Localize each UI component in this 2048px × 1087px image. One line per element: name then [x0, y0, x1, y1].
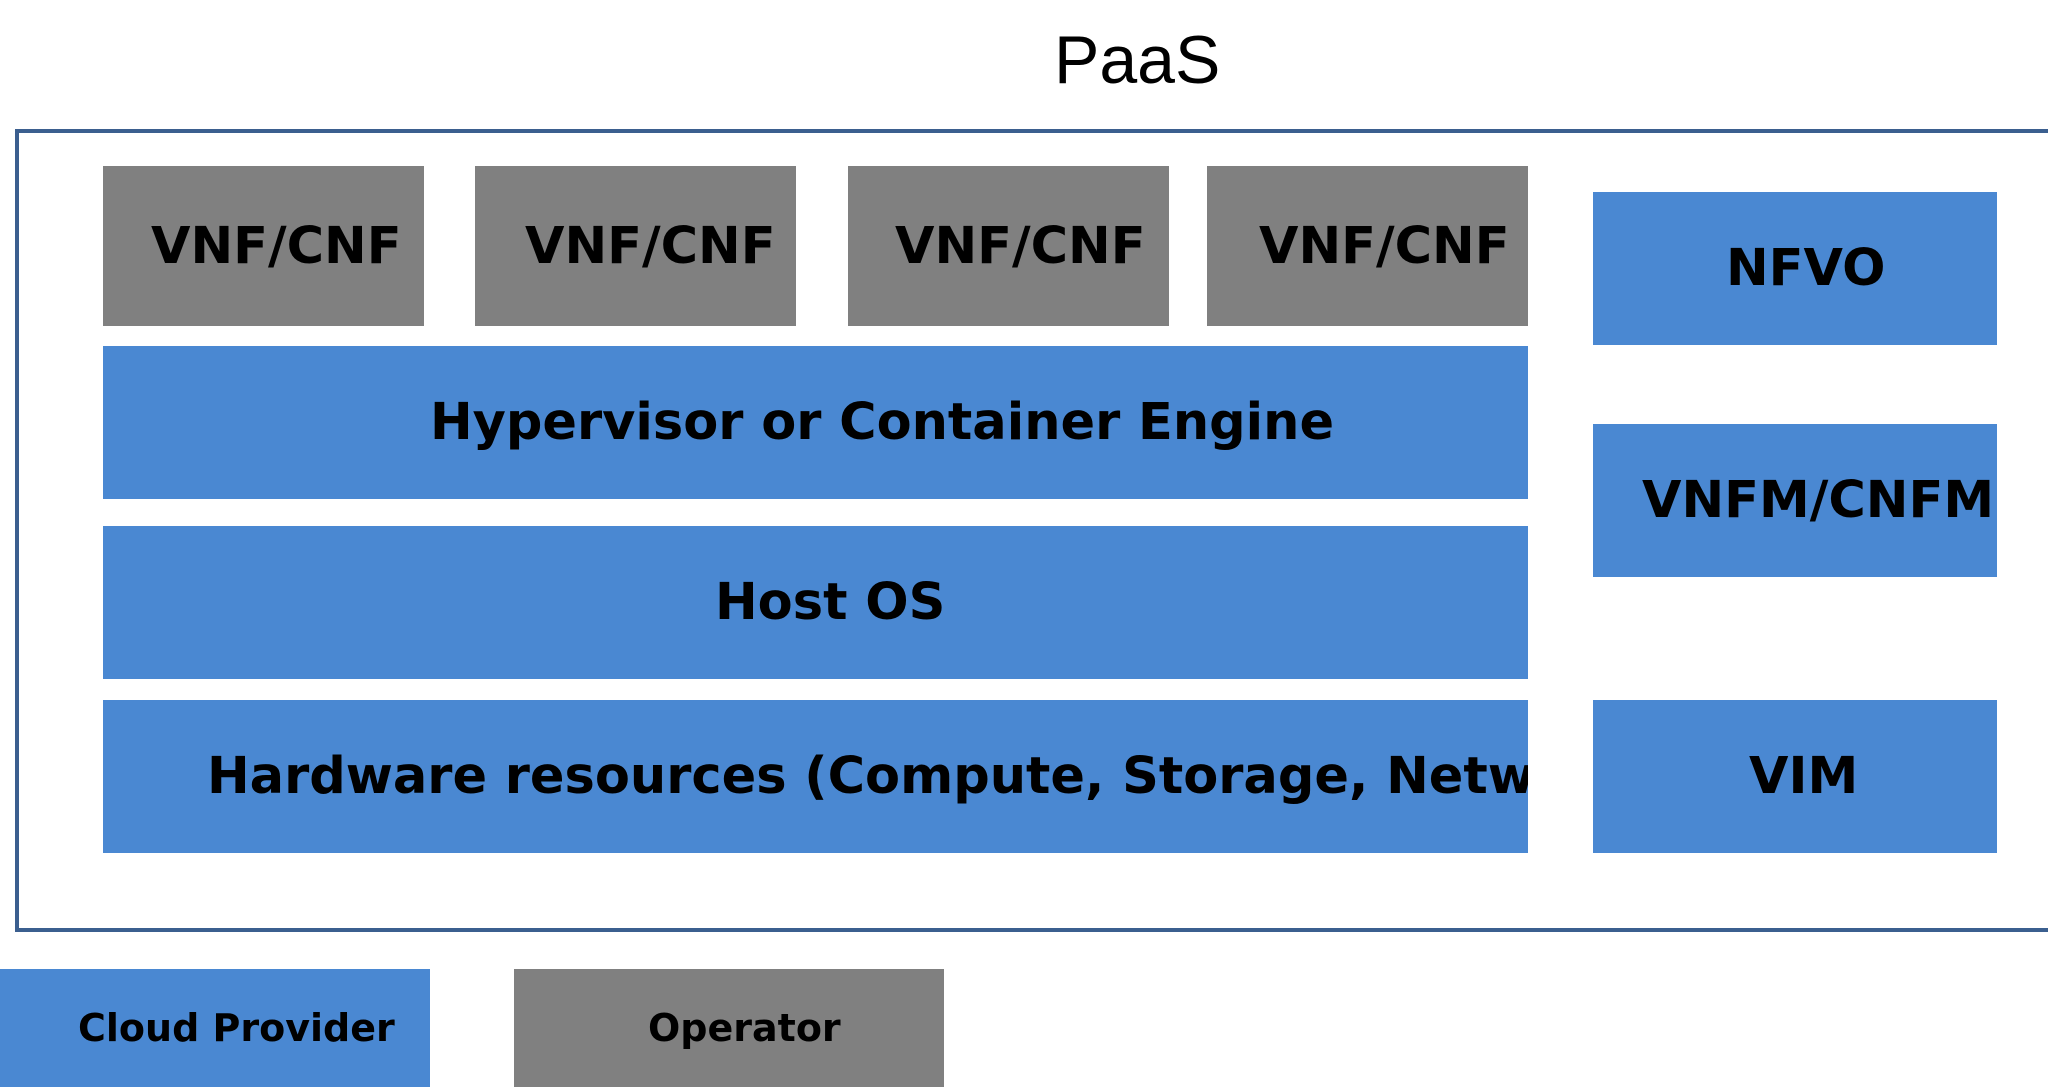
vim-box: VIM [1593, 700, 1997, 853]
vnf-cnf-box-1: VNF/CNF [103, 166, 424, 326]
hypervisor-layer: Hypervisor or Container Engine [103, 346, 1528, 499]
legend-operator: Operator [514, 969, 944, 1087]
vnf-cnf-box-2: VNF/CNF [475, 166, 796, 326]
host-os-layer: Host OS [103, 526, 1528, 679]
diagram-title: PaaS [1054, 22, 1221, 98]
vnf-cnf-box-4: VNF/CNF [1207, 166, 1528, 326]
nfvo-box: NFVO [1593, 192, 1997, 345]
legend-cloud-provider: Cloud Provider [0, 969, 430, 1087]
paas-boundary-frame [15, 129, 2048, 932]
vnf-cnf-box-3: VNF/CNF [848, 166, 1169, 326]
hardware-layer: Hardware resources (Compute, Storage, Ne… [103, 700, 1528, 853]
vnfm-cnfm-box: VNFM/CNFM [1593, 424, 1997, 577]
